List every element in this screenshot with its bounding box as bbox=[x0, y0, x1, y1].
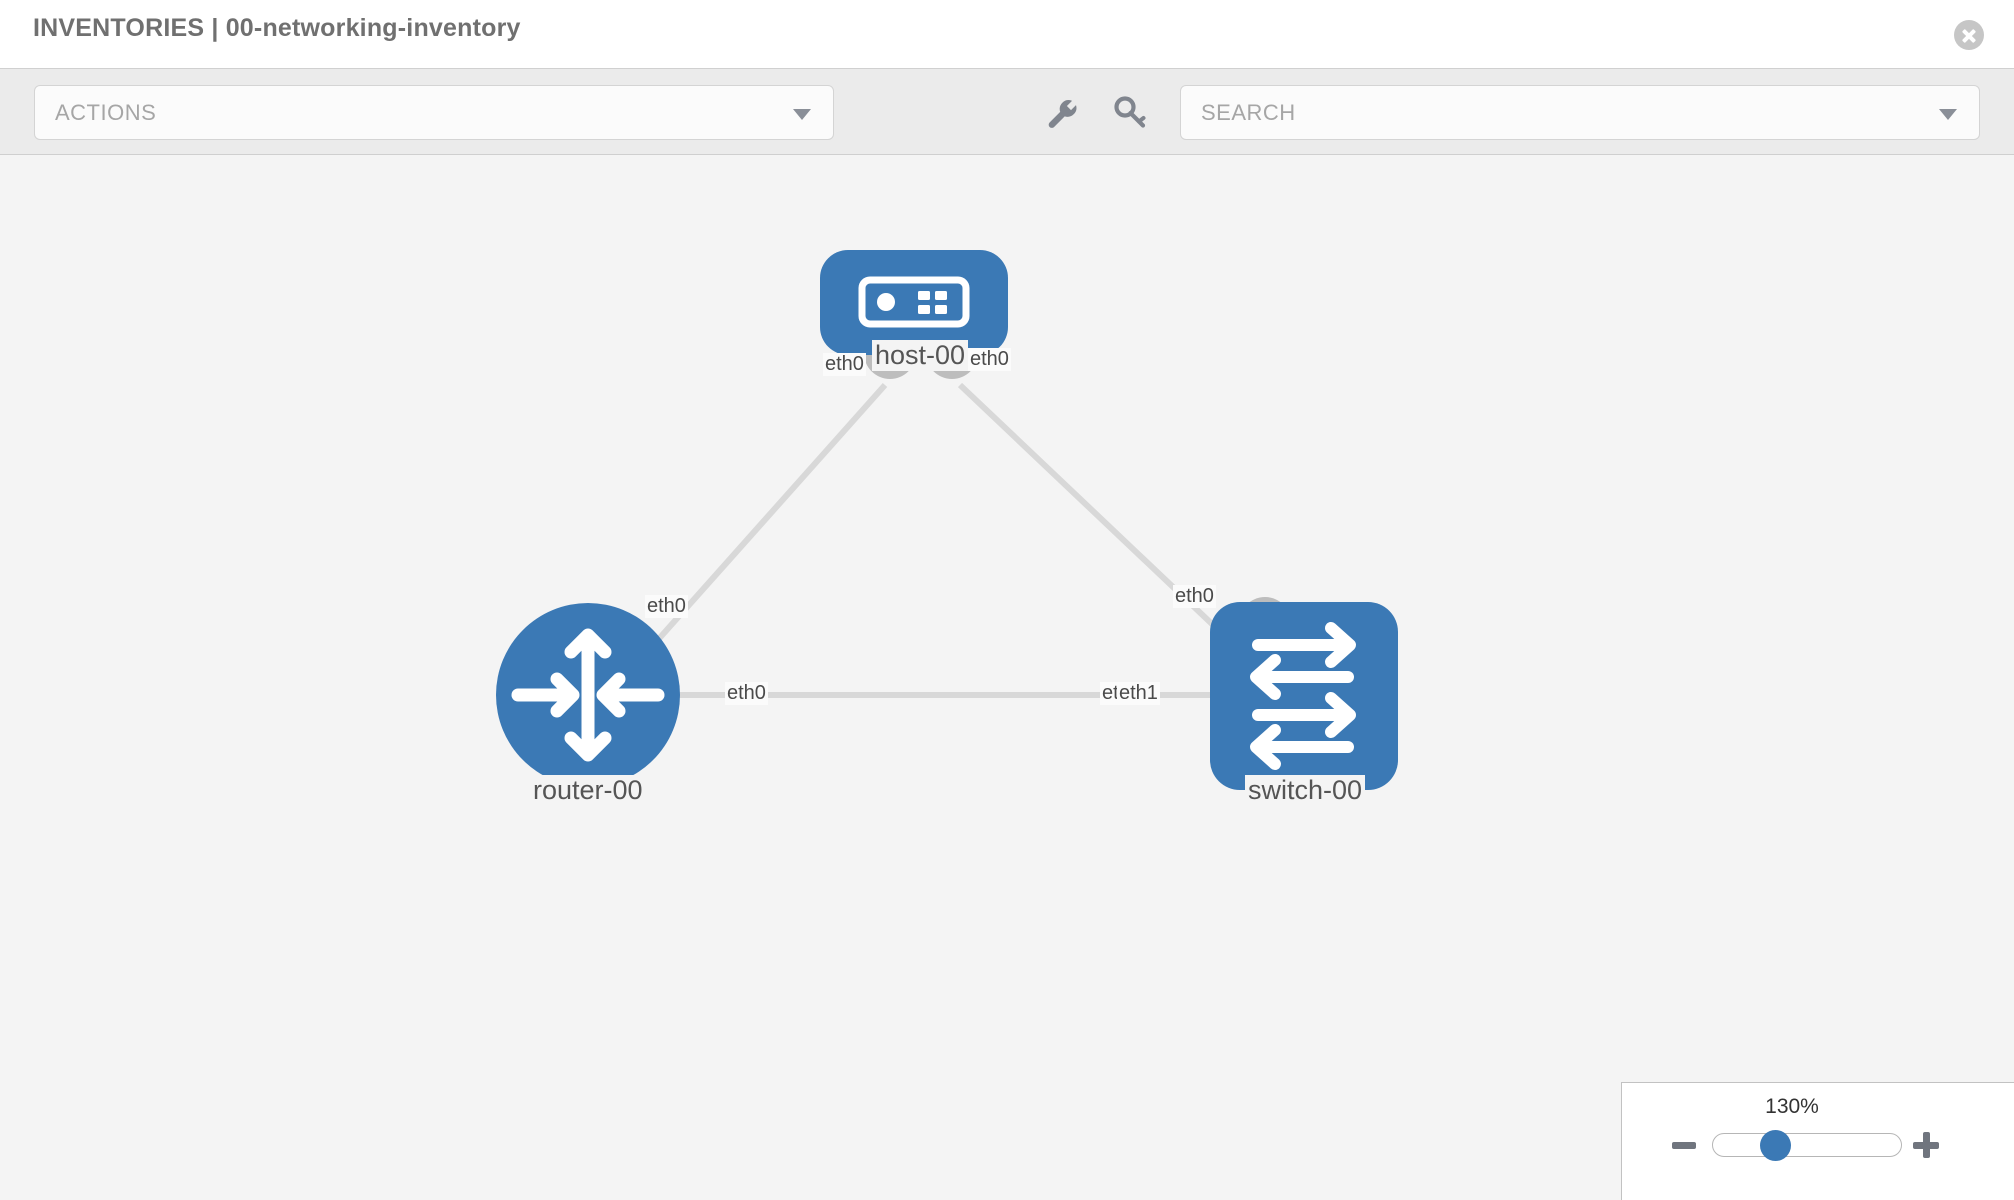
page-title: INVENTORIES | 00-networking-inventory bbox=[33, 14, 521, 42]
chevron-down-icon bbox=[793, 109, 811, 120]
node-label-switch-00: switch-00 bbox=[1245, 775, 1366, 806]
actions-dropdown[interactable]: ACTIONS bbox=[34, 85, 834, 140]
iface-label-router-right: eth0 bbox=[725, 682, 768, 705]
close-icon[interactable] bbox=[1954, 20, 1984, 50]
zoom-in-button[interactable] bbox=[1913, 1132, 1939, 1158]
node-host-00 bbox=[820, 250, 1008, 355]
topology-canvas[interactable]: host-00 router-00 switch-00 eth0 eth0 et… bbox=[0, 155, 2014, 1200]
page-header: INVENTORIES | 00-networking-inventory bbox=[0, 0, 2014, 68]
search-placeholder: SEARCH bbox=[1201, 100, 1296, 125]
node-switch-00 bbox=[1210, 602, 1398, 790]
edge-host-switch bbox=[957, 382, 1253, 663]
edge-host-router bbox=[637, 383, 888, 662]
connector-group bbox=[626, 327, 1291, 717]
chevron-down-icon[interactable] bbox=[1939, 109, 1957, 120]
node-router-00 bbox=[496, 603, 680, 787]
iface-label-switch-left: eth1 bbox=[1117, 682, 1160, 705]
key-icon[interactable] bbox=[1108, 91, 1152, 135]
node-label-router-00: router-00 bbox=[530, 775, 646, 806]
zoom-control-panel: 130% bbox=[1621, 1082, 2014, 1200]
search-input[interactable]: SEARCH bbox=[1180, 85, 1980, 140]
zoom-out-button[interactable] bbox=[1672, 1142, 1696, 1149]
wrench-icon[interactable] bbox=[1040, 91, 1084, 135]
topology-graph bbox=[496, 250, 1398, 790]
iface-label-router-up: eth0 bbox=[645, 595, 688, 618]
node-label-host-00: host-00 bbox=[872, 340, 969, 371]
zoom-slider-track[interactable] bbox=[1712, 1133, 1902, 1157]
toolbar: ACTIONS SEARCH bbox=[0, 68, 2014, 155]
iface-label-switch-up: eth0 bbox=[1173, 585, 1216, 608]
actions-dropdown-label: ACTIONS bbox=[55, 100, 157, 125]
iface-label-host-left: eth0 bbox=[823, 353, 866, 376]
edge-group bbox=[637, 382, 1253, 698]
zoom-level-value: 130% bbox=[1765, 1095, 1819, 1118]
zoom-slider-handle[interactable] bbox=[1760, 1130, 1791, 1161]
iface-label-host-right: eth0 bbox=[968, 348, 1011, 371]
